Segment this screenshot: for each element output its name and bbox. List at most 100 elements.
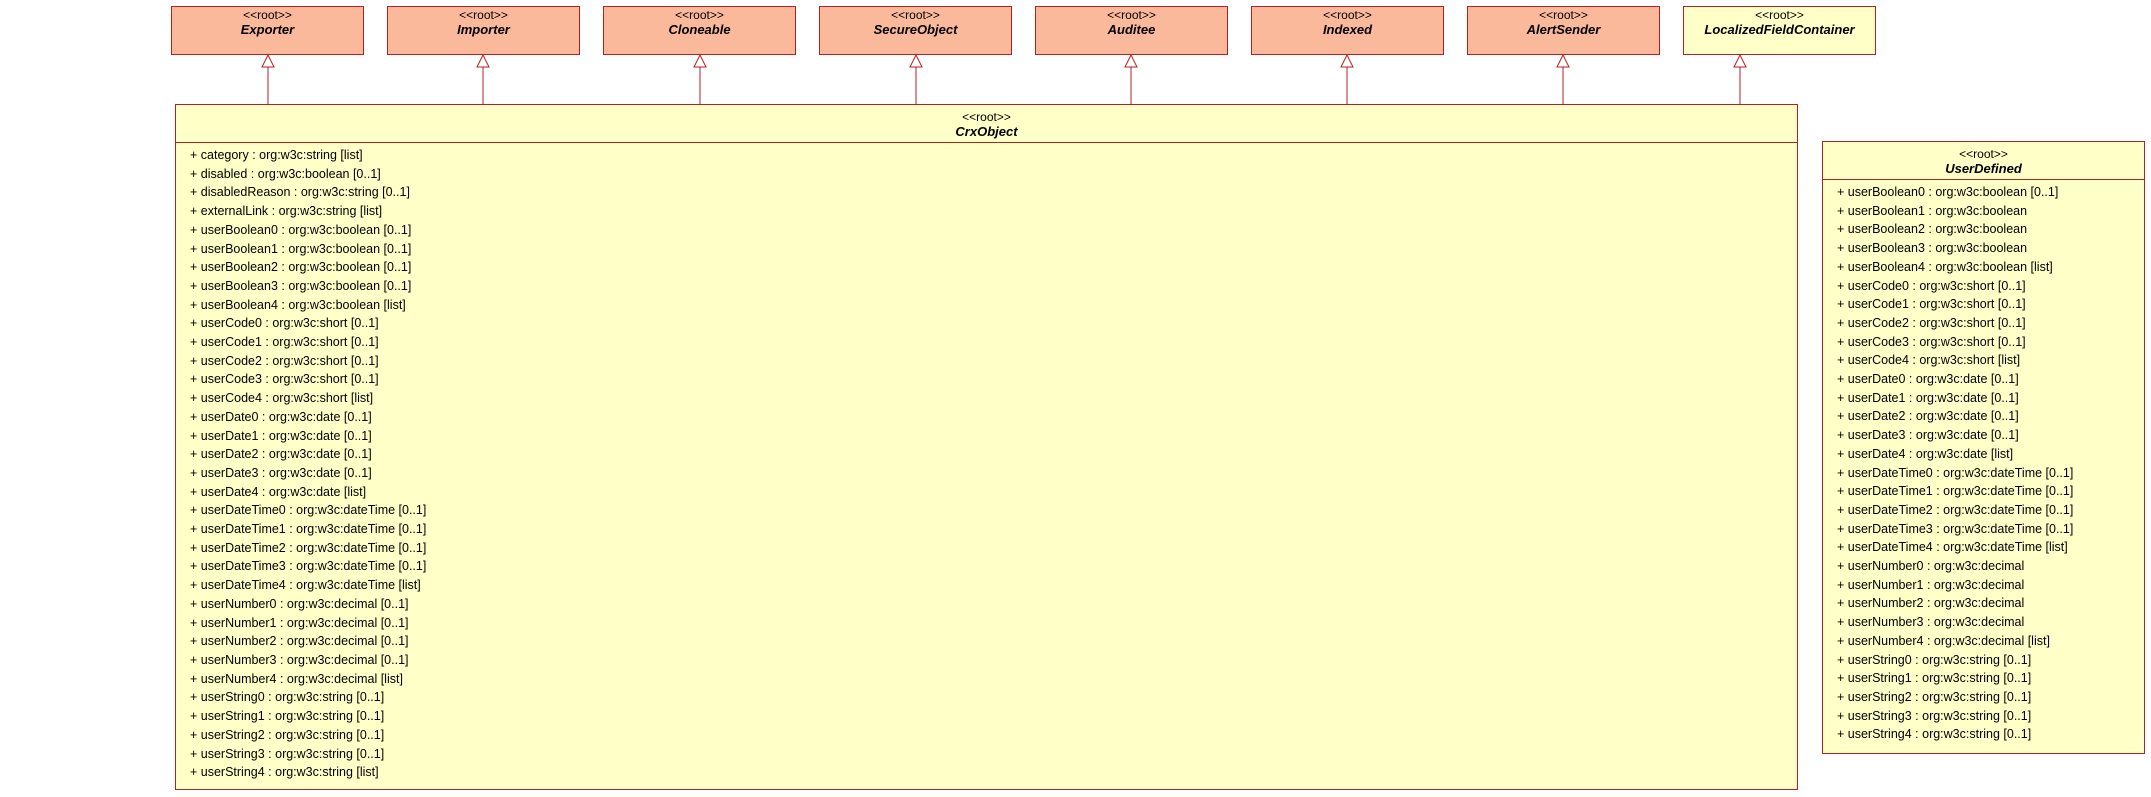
attribute-row: + userDate1 : org:w3c:date [0..1]: [1837, 390, 2019, 405]
attribute-row: + userNumber2 : org:w3c:decimal [0..1]: [190, 634, 409, 649]
attribute-row: + userDateTime0 : org:w3c:dateTime [0..1…: [1837, 465, 2074, 480]
class-header: <<root>> UserDefined: [1823, 142, 2144, 180]
attribute-row: + userCode1 : org:w3c:short [0..1]: [190, 335, 379, 350]
arrowhead-exporter: [261, 53, 275, 68]
interface-exporter[interactable]: <<root>> Exporter: [171, 6, 364, 55]
stereotype-label: <<root>>: [962, 110, 1011, 124]
attribute-row: + userDateTime1 : org:w3c:dateTime [0..1…: [1837, 484, 2074, 499]
interface-localizedfieldcontainer[interactable]: <<root>> LocalizedFieldContainer: [1683, 6, 1876, 55]
attribute-row: + userNumber3 : org:w3c:decimal [0..1]: [190, 652, 409, 667]
attribute-row: + userString0 : org:w3c:string [0..1]: [190, 690, 385, 705]
attribute-row: + userDate3 : org:w3c:date [0..1]: [1837, 428, 2019, 443]
arrowhead-localizedfieldcontainer: [1733, 53, 1747, 68]
attribute-list: + category : org:w3c:string [list] + dis…: [176, 143, 1797, 782]
interface-name: SecureObject: [873, 22, 958, 37]
attribute-row: + userDateTime1 : org:w3c:dateTime [0..1…: [190, 522, 427, 537]
interface-indexed[interactable]: <<root>> Indexed: [1251, 6, 1444, 55]
attribute-row: + userString1 : org:w3c:string [0..1]: [190, 709, 385, 724]
attribute-row: + userDateTime3 : org:w3c:dateTime [0..1…: [190, 559, 427, 574]
attribute-row: + userCode2 : org:w3c:short [0..1]: [1837, 315, 2026, 330]
stereotype-label: <<root>>: [1323, 8, 1372, 22]
attribute-row: + userNumber1 : org:w3c:decimal: [1837, 577, 2025, 592]
attribute-row: + userBoolean3 : org:w3c:boolean: [1837, 241, 2028, 256]
class-userdefined[interactable]: <<root>> UserDefined + userBoolean0 : or…: [1822, 141, 2145, 754]
attribute-list: + userBoolean0 : org:w3c:boolean [0..1] …: [1823, 180, 2144, 744]
attribute-row: + userDate2 : org:w3c:date [0..1]: [1837, 409, 2019, 424]
attribute-row: + userBoolean1 : org:w3c:boolean [0..1]: [190, 241, 412, 256]
attribute-row: + userDate3 : org:w3c:date [0..1]: [190, 465, 372, 480]
attribute-row: + userBoolean4 : org:w3c:boolean [list]: [190, 297, 406, 312]
attribute-row: + userDateTime4 : org:w3c:dateTime [list…: [190, 578, 421, 593]
arrowhead-indexed: [1340, 53, 1354, 68]
attribute-row: + userDateTime2 : org:w3c:dateTime [0..1…: [1837, 502, 2074, 517]
attribute-row: + userString3 : org:w3c:string [0..1]: [1837, 708, 2032, 723]
attribute-row: + userBoolean0 : org:w3c:boolean [0..1]: [190, 222, 412, 237]
stereotype-label: <<root>>: [459, 8, 508, 22]
attribute-row: + userNumber4 : org:w3c:decimal [list]: [1837, 633, 2050, 648]
attribute-row: + userBoolean1 : org:w3c:boolean: [1837, 203, 2028, 218]
stereotype-label: <<root>>: [1539, 8, 1588, 22]
attribute-row: + userDateTime0 : org:w3c:dateTime [0..1…: [190, 503, 427, 518]
interface-alertsender[interactable]: <<root>> AlertSender: [1467, 6, 1660, 55]
arrowhead-auditee: [1124, 53, 1138, 68]
stereotype-label: <<root>>: [243, 8, 292, 22]
attribute-row: + userDate1 : org:w3c:date [0..1]: [190, 428, 372, 443]
attribute-row: + userDateTime3 : org:w3c:dateTime [0..1…: [1837, 521, 2074, 536]
attribute-row: + userString1 : org:w3c:string [0..1]: [1837, 671, 2032, 686]
stereotype-label: <<root>>: [1107, 8, 1156, 22]
attribute-row: + userString3 : org:w3c:string [0..1]: [190, 746, 385, 761]
interface-secureobject[interactable]: <<root>> SecureObject: [819, 6, 1012, 55]
attribute-row: + userBoolean2 : org:w3c:boolean: [1837, 222, 2028, 237]
attribute-row: + userDateTime2 : org:w3c:dateTime [0..1…: [190, 540, 427, 555]
attribute-row: + userCode3 : org:w3c:short [0..1]: [190, 372, 379, 387]
class-name: CrxObject: [955, 124, 1018, 139]
interface-name: AlertSender: [1526, 22, 1601, 37]
class-header: <<root>> CrxObject: [176, 105, 1797, 143]
attribute-row: + userString4 : org:w3c:string [list]: [190, 765, 379, 780]
attribute-row: + userDate2 : org:w3c:date [0..1]: [190, 447, 372, 462]
interface-importer[interactable]: <<root>> Importer: [387, 6, 580, 55]
stereotype-label: <<root>>: [675, 8, 724, 22]
arrowhead-secureobject: [909, 53, 923, 68]
class-name: UserDefined: [1945, 161, 2022, 176]
attribute-row: + userDate0 : org:w3c:date [0..1]: [190, 409, 372, 424]
interface-auditee[interactable]: <<root>> Auditee: [1035, 6, 1228, 55]
attribute-row: + userBoolean0 : org:w3c:boolean [0..1]: [1837, 185, 2059, 199]
attribute-row: + userString2 : org:w3c:string [0..1]: [190, 727, 385, 742]
interface-name: Cloneable: [668, 22, 731, 37]
attribute-row: + userDate0 : org:w3c:date [0..1]: [1837, 372, 2019, 387]
attribute-row: + userCode0 : org:w3c:short [0..1]: [190, 316, 379, 331]
attribute-row: + userBoolean4 : org:w3c:boolean [list]: [1837, 259, 2053, 274]
attribute-row: + disabled : org:w3c:boolean [0..1]: [190, 166, 381, 181]
stereotype-label: <<root>>: [891, 8, 940, 22]
attribute-row: + userNumber3 : org:w3c:decimal: [1837, 615, 2025, 630]
attribute-row: + userBoolean3 : org:w3c:boolean [0..1]: [190, 278, 412, 293]
attribute-row: + externalLink : org:w3c:string [list]: [190, 204, 383, 219]
attribute-row: + userCode2 : org:w3c:short [0..1]: [190, 353, 379, 368]
attribute-row: + disabledReason : org:w3c:string [0..1]: [190, 185, 410, 200]
attribute-row: + userNumber4 : org:w3c:decimal [list]: [190, 671, 403, 686]
attribute-row: + userString0 : org:w3c:string [0..1]: [1837, 652, 2032, 667]
interface-name: Auditee: [1107, 22, 1156, 37]
interface-name: Exporter: [240, 22, 295, 37]
attribute-row: + userCode0 : org:w3c:short [0..1]: [1837, 278, 2026, 293]
attribute-row: + userCode4 : org:w3c:short [list]: [1837, 353, 2021, 368]
stereotype-label: <<root>>: [1959, 147, 2008, 161]
interface-name: Indexed: [1322, 22, 1373, 37]
attribute-row: + userNumber0 : org:w3c:decimal: [1837, 559, 2025, 574]
class-crxobject[interactable]: <<root>> CrxObject + category : org:w3c:…: [175, 104, 1798, 790]
attribute-row: + category : org:w3c:string [list]: [190, 148, 363, 162]
interface-name: Importer: [457, 22, 510, 37]
attribute-row: + userDateTime4 : org:w3c:dateTime [list…: [1837, 540, 2068, 555]
attribute-row: + userString2 : org:w3c:string [0..1]: [1837, 689, 2032, 704]
attribute-row: + userDate4 : org:w3c:date [list]: [1837, 446, 2014, 461]
attribute-row: + userNumber0 : org:w3c:decimal [0..1]: [190, 596, 409, 611]
arrowhead-alertsender: [1556, 53, 1570, 68]
interface-cloneable[interactable]: <<root>> Cloneable: [603, 6, 796, 55]
arrowhead-cloneable: [693, 53, 707, 68]
attribute-row: + userString4 : org:w3c:string [0..1]: [1837, 727, 2032, 742]
attribute-row: + userBoolean2 : org:w3c:boolean [0..1]: [190, 260, 412, 275]
attribute-row: + userCode4 : org:w3c:short [list]: [190, 391, 374, 406]
attribute-row: + userNumber1 : org:w3c:decimal [0..1]: [190, 615, 409, 630]
